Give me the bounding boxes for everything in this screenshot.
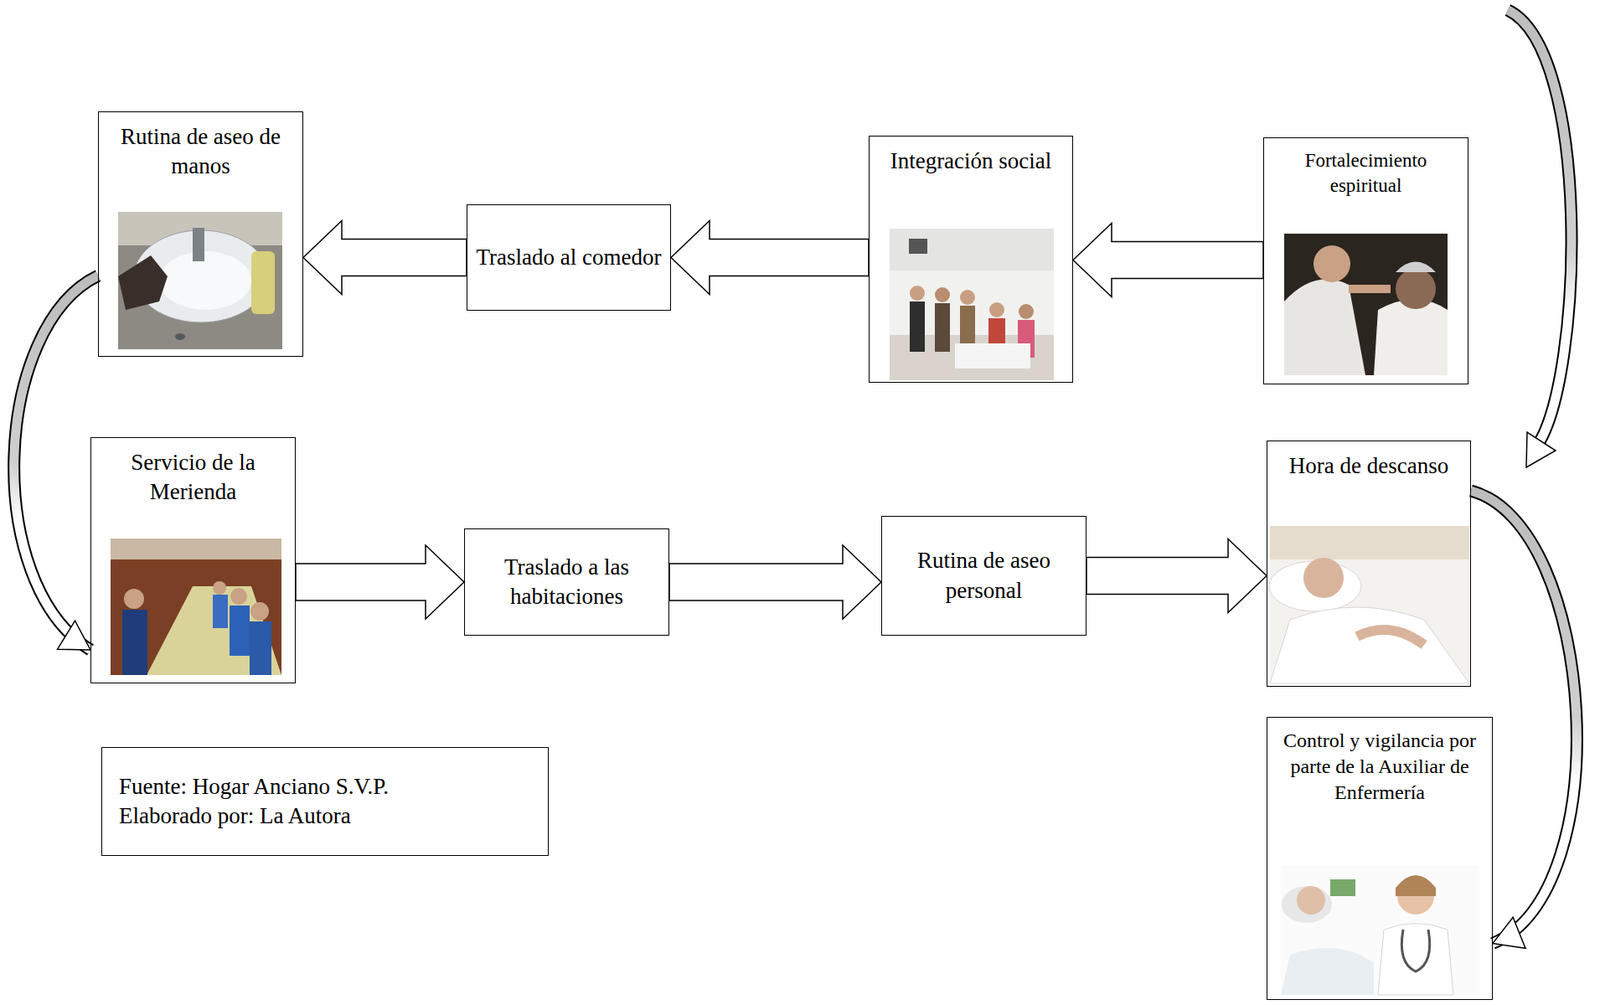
step-label: Servicio de la Merienda [99,448,287,507]
flow-arrow [1086,539,1267,614]
process-box: Fortalecimiento espiritual [1263,137,1469,385]
source-note: Fuente: Hogar Anciano S.V.P. [118,772,389,802]
process-box: Control y vigilancia por parte de la Aux… [1266,717,1493,1001]
flow-arrow [303,221,467,295]
spiritual-photo [1284,233,1448,376]
process-box: Hora de descanso [1266,440,1471,687]
dining-photo [110,538,282,676]
step-label: Traslado a las habitaciones [473,552,661,612]
step-label: Rutina de aseo de manos [107,122,295,181]
social-photo [889,228,1054,381]
flow-arrow [1470,490,1577,949]
step-label: Fortalecimiento espiritual [1272,148,1460,199]
process-box: Rutina de aseo personal [881,516,1087,636]
source-note-box: Fuente: Hogar Anciano S.V.P.Elaborado po… [101,747,549,857]
flow-arrow [669,545,882,620]
step-label: Integración social [890,146,1053,176]
process-box: Traslado al comedor [466,204,671,311]
step-label: Rutina de aseo personal [890,546,1078,605]
step-label: Control y vigilancia por parte de la Aux… [1275,727,1484,807]
flow-arrow [14,275,99,651]
process-box: Rutina de aseo de manos [98,111,304,357]
rest-photo [1269,526,1470,684]
flow-arrow [670,221,869,295]
process-box: Traslado a las habitaciones [464,528,670,636]
step-label: Hora de descanso [1289,451,1449,481]
handwash-photo [118,211,283,350]
flow-arrow [1073,223,1264,298]
curved-arrow [1507,10,1572,468]
step-label: Traslado al comedor [476,242,662,273]
flow-arrow [295,545,465,620]
process-box: Servicio de la Merienda [90,437,296,684]
process-box: Integración social [868,135,1074,383]
source-note: Elaborado por: La Autora [118,801,351,831]
nurse-photo [1280,865,1480,996]
